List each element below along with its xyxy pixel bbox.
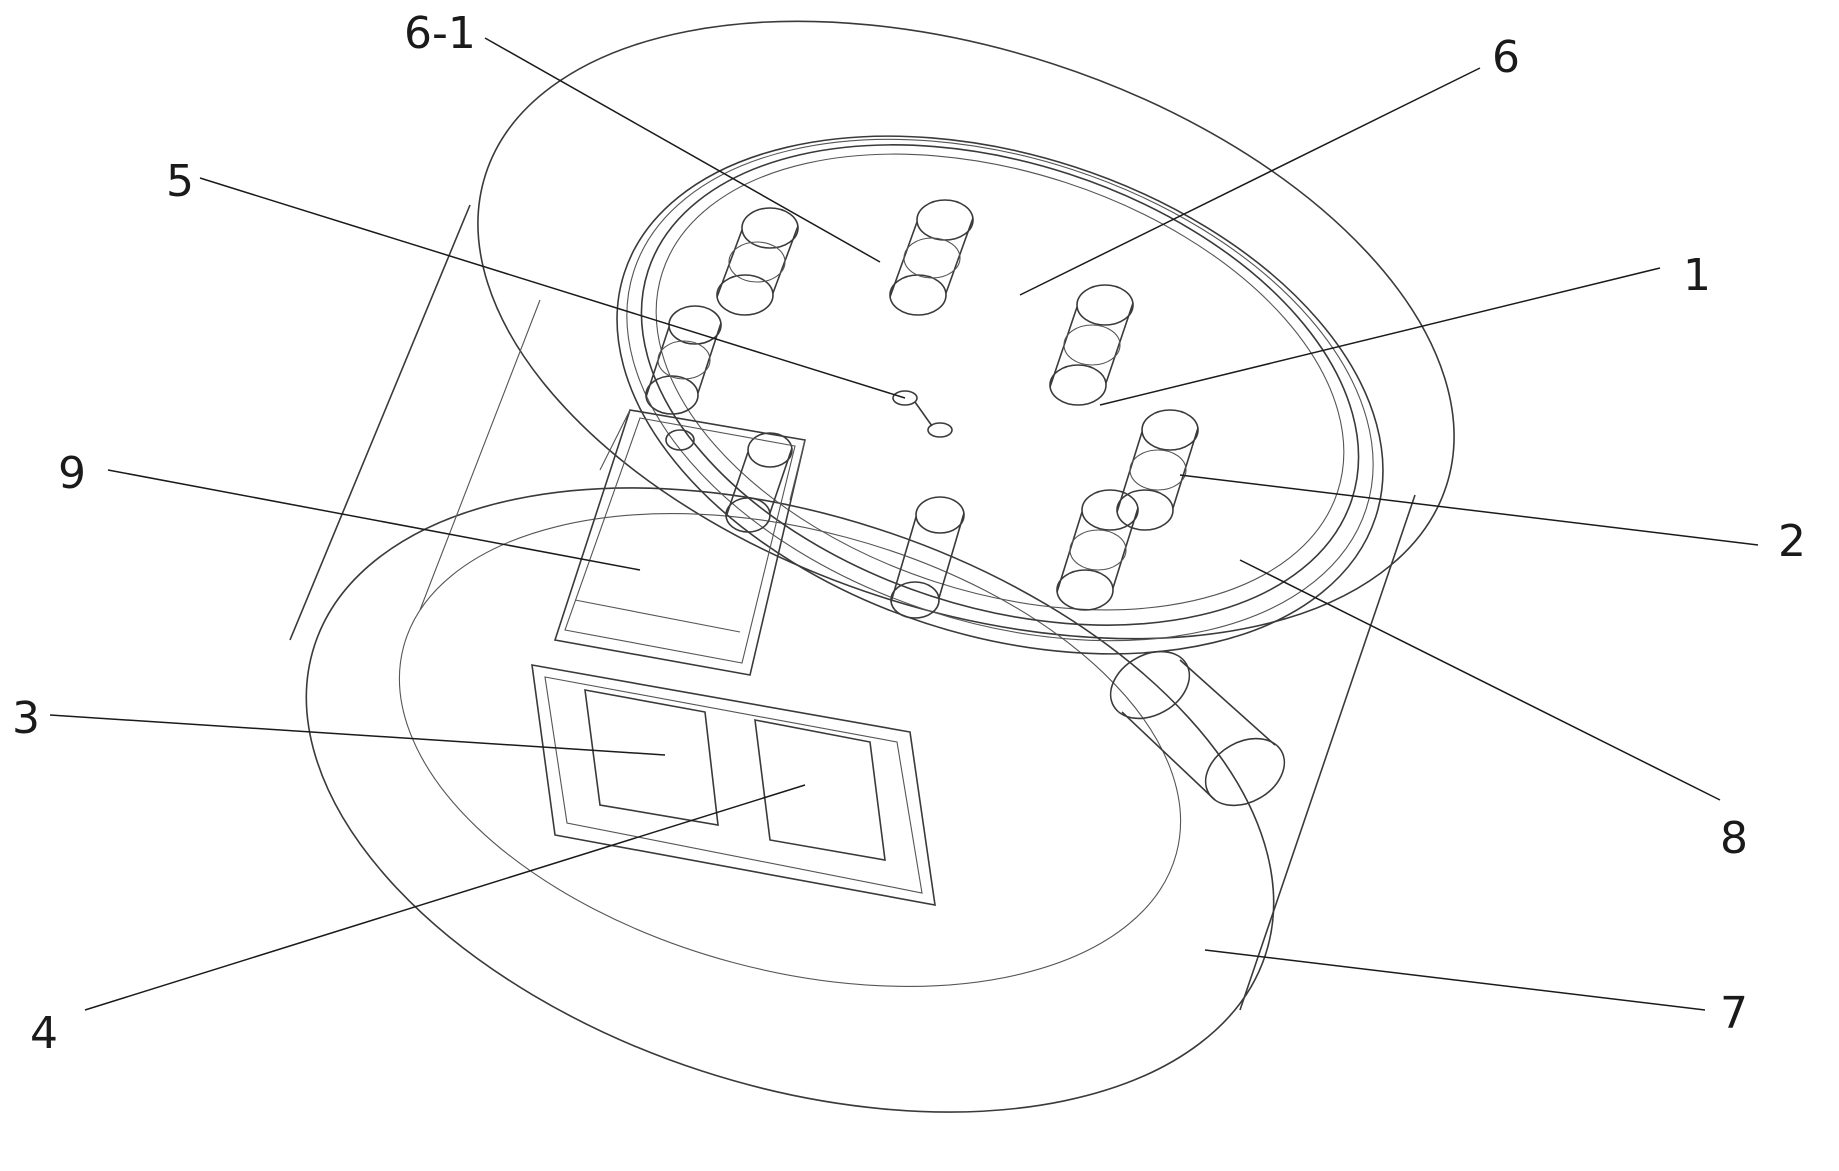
label-9: 9	[58, 448, 86, 499]
label-6: 6	[1492, 32, 1520, 83]
label-2: 2	[1778, 516, 1806, 567]
housing-bottom-rim	[305, 487, 1275, 1113]
holder-a	[716, 207, 799, 316]
label-4: 4	[30, 1008, 58, 1059]
ring-outer	[616, 135, 1384, 655]
housing-top-rim	[477, 20, 1455, 640]
leader-6	[1019, 67, 1481, 296]
housing-inner-edge-left	[419, 299, 541, 611]
leader-8	[1239, 559, 1721, 801]
holder-c	[1056, 489, 1139, 611]
label-7: 7	[1720, 988, 1748, 1039]
leader-lines	[49, 37, 1759, 1011]
leader-5	[199, 177, 906, 399]
label-8: 8	[1720, 813, 1748, 864]
leader-9	[107, 469, 641, 571]
label-6-1: 6-1	[404, 8, 476, 59]
leader-2	[1179, 474, 1759, 546]
holders	[645, 199, 1199, 619]
tray-6	[640, 144, 1360, 626]
side-pipe	[1109, 650, 1286, 807]
housing-inner-base	[398, 513, 1182, 987]
leader-6-1	[484, 37, 881, 263]
holder-d	[890, 496, 965, 619]
tray-inner	[655, 153, 1345, 611]
holder-1	[1049, 284, 1134, 406]
housing-right-edge	[1239, 494, 1416, 1011]
leader-3	[49, 714, 666, 756]
leader-4	[84, 784, 806, 1011]
housing-body	[289, 20, 1455, 1113]
tray-assembly	[616, 135, 1384, 655]
label-3: 3	[12, 693, 40, 744]
ring-mid	[626, 138, 1374, 642]
display-panel	[531, 664, 936, 906]
label-1: 1	[1683, 250, 1711, 301]
screen-4	[754, 719, 886, 861]
leader-1	[1099, 267, 1661, 406]
sensor-5	[892, 390, 953, 438]
holder-b	[645, 305, 722, 415]
label-5: 5	[166, 156, 194, 207]
holder-6-1	[889, 199, 974, 316]
housing-left-edge	[289, 204, 471, 641]
leader-7	[1204, 949, 1706, 1011]
screen-3	[584, 689, 719, 826]
small-hole	[665, 429, 695, 451]
box-9	[553, 409, 806, 676]
holder-e	[725, 432, 793, 533]
holder-2	[1116, 409, 1199, 531]
